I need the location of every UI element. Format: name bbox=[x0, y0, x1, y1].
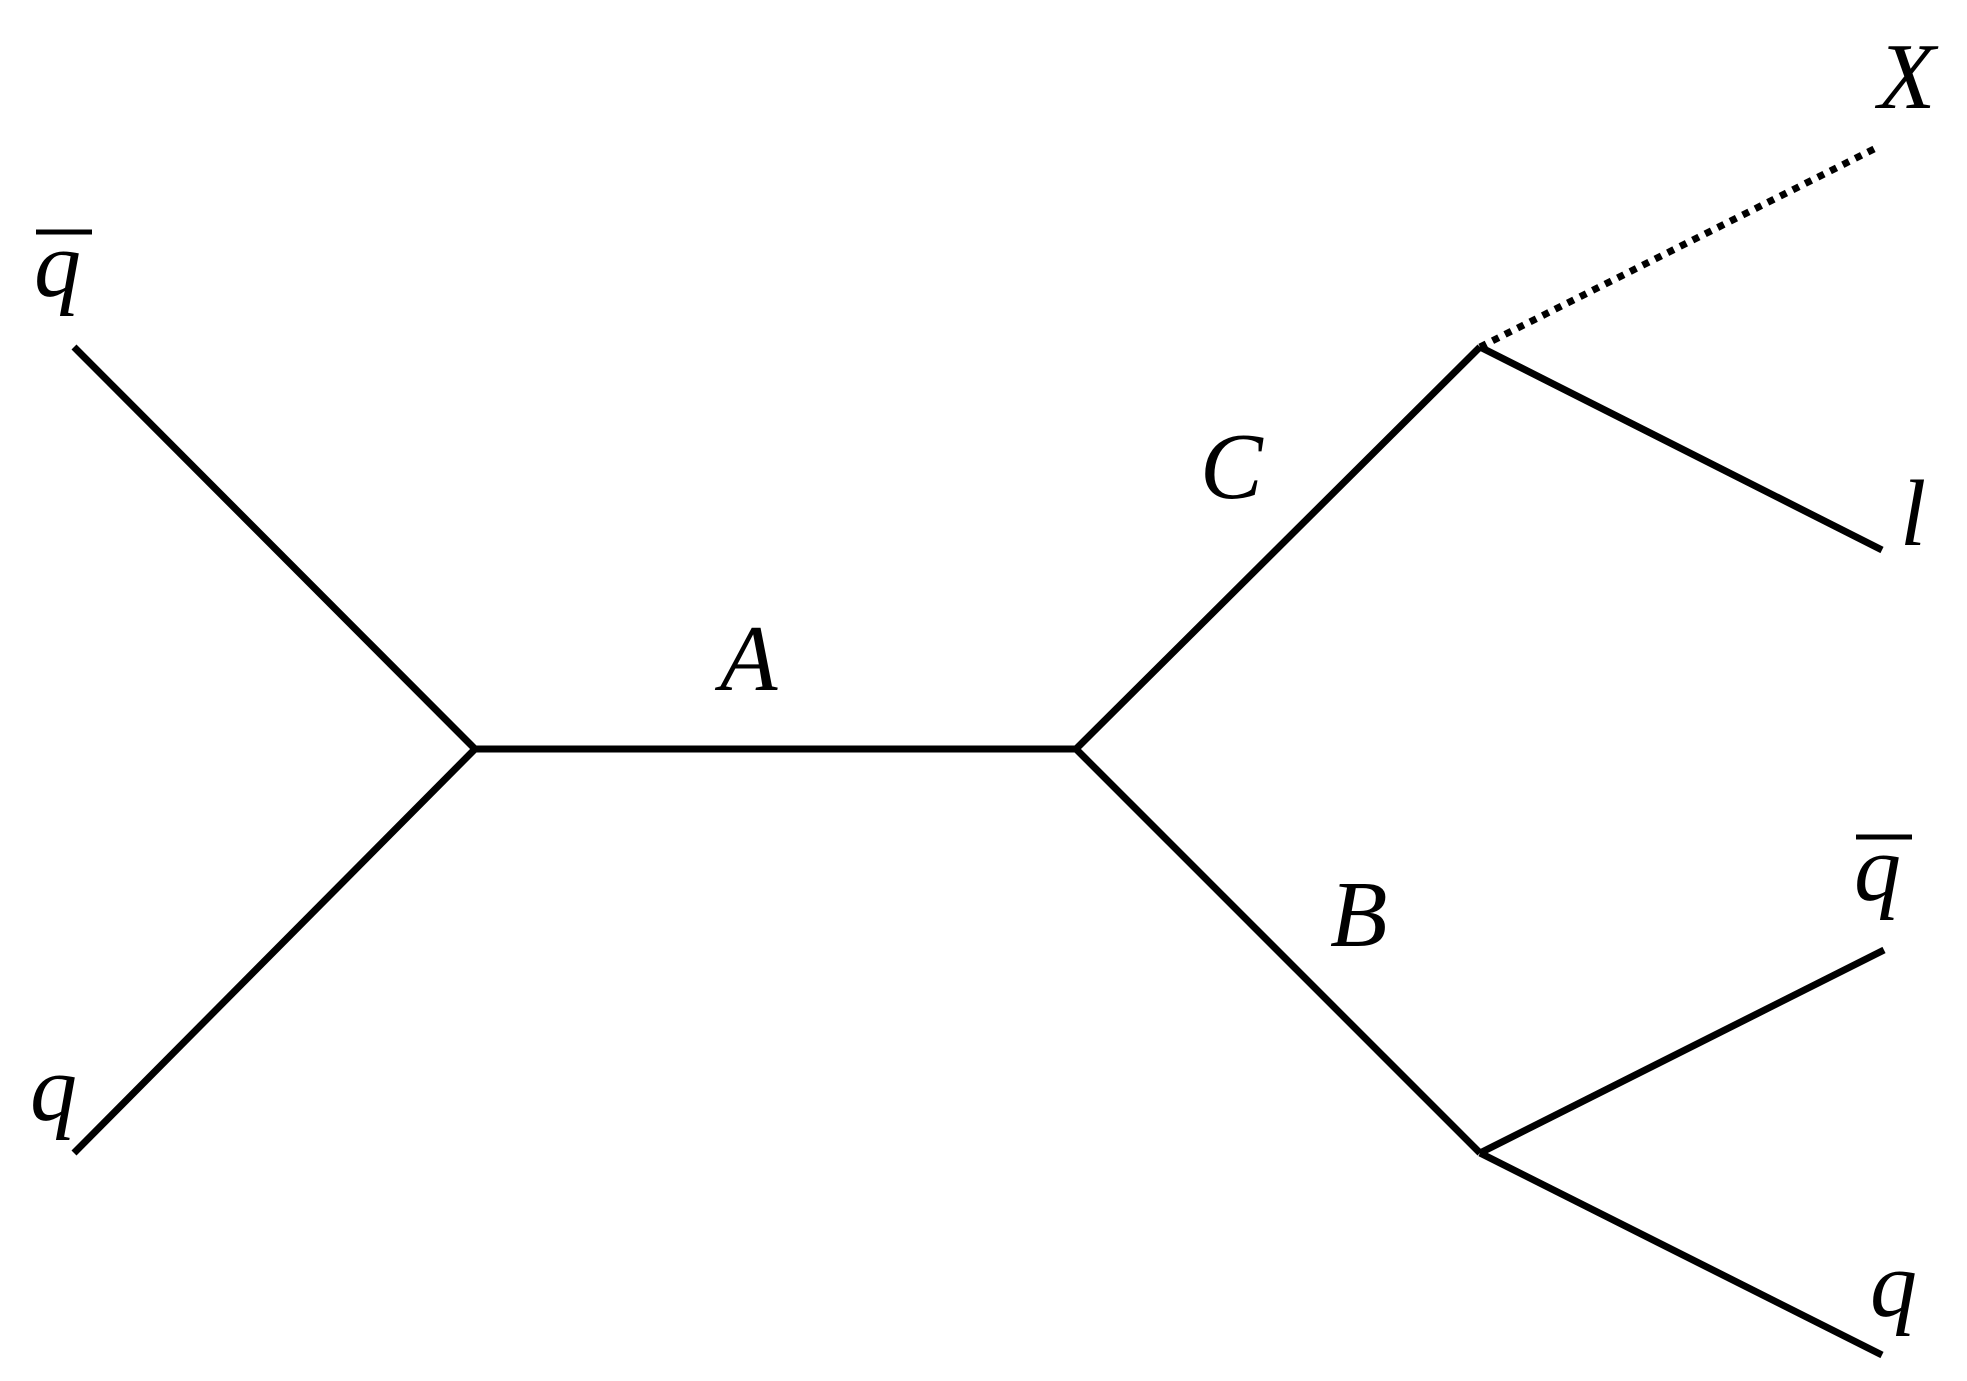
propagator-a-label: A bbox=[714, 607, 778, 711]
incoming-antiquark-line bbox=[71, 344, 478, 752]
final-lepton-label: l bbox=[1900, 462, 1926, 566]
incoming-quark-line bbox=[71, 746, 478, 1156]
final-lepton-line bbox=[1478, 343, 1884, 554]
incoming-quark-label: q bbox=[30, 1037, 77, 1141]
incoming-antiquark-text: q bbox=[34, 213, 81, 317]
final-antiquark-line bbox=[1478, 946, 1886, 1157]
propagator-b-line bbox=[1073, 746, 1483, 1156]
final-antiquark-text: q bbox=[1854, 817, 1901, 921]
final-quark-line bbox=[1478, 1149, 1884, 1359]
propagator-b-label: B bbox=[1330, 863, 1387, 967]
incoming-antiquark-label: q bbox=[34, 213, 92, 317]
final-x-dotted-line bbox=[1478, 144, 1878, 351]
propagator-c-label: C bbox=[1200, 415, 1264, 519]
final-x-label: X bbox=[1874, 25, 1939, 129]
final-quark-label: q bbox=[1870, 1233, 1917, 1337]
final-antiquark-label: q bbox=[1854, 817, 1912, 921]
propagator-c-line bbox=[1073, 344, 1483, 752]
